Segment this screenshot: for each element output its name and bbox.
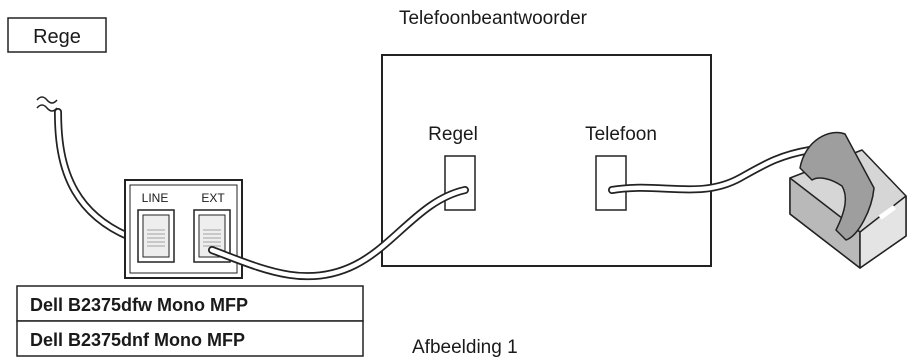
answering-machine-title: Telefoonbeantwoorder bbox=[399, 8, 588, 29]
line-source-label: Rege bbox=[33, 26, 81, 48]
line-jack bbox=[137, 209, 175, 263]
fax-jack-panel: LINE EXT bbox=[124, 179, 243, 279]
figure-caption: Afbeelding 1 bbox=[412, 337, 518, 358]
model-box-1 bbox=[16, 285, 364, 322]
model-name-1: Dell B2375dfw Mono MFP bbox=[30, 295, 248, 315]
answering-machine-line-jack bbox=[444, 155, 476, 211]
model-name-2: Dell B2375dnf Mono MFP bbox=[30, 330, 245, 350]
jack-ext-label: EXT bbox=[201, 191, 225, 205]
port-phone-label: Telefoon bbox=[585, 124, 657, 145]
wall-line-icon bbox=[36, 96, 58, 112]
ext-to-answering-machine-cable bbox=[208, 186, 469, 281]
port-line-label: Regel bbox=[428, 124, 478, 145]
answering-machine-body bbox=[381, 54, 712, 267]
model-box-2 bbox=[16, 320, 364, 357]
telephone-icon bbox=[789, 131, 907, 269]
answering-machine-phone-jack bbox=[595, 155, 627, 211]
line-source-box bbox=[7, 17, 107, 53]
phone-cable bbox=[608, 146, 814, 194]
jack-line-label: LINE bbox=[142, 191, 169, 205]
